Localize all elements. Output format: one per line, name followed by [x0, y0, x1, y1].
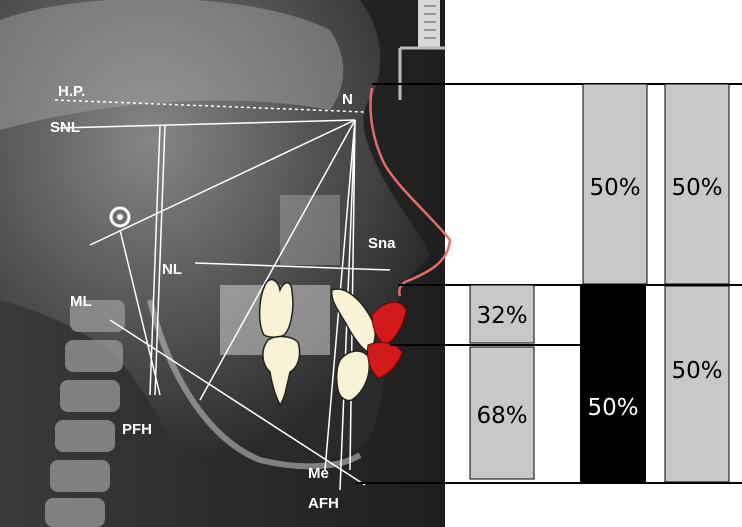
ruler-icon: [398, 0, 445, 100]
ramus-line: [119, 229, 161, 396]
lower-lip-chin-value: 68%: [476, 403, 527, 429]
maxillary-plates: [280, 195, 340, 265]
incisor-tooth: [330, 288, 376, 402]
sn-line: [59, 119, 356, 129]
lower-face-ratio-value: 50%: [587, 395, 638, 421]
label-ml: ML: [70, 293, 92, 310]
lower-face-total-box: 50%: [664, 285, 730, 483]
nasal-line: [194, 262, 391, 271]
upper-face-total-value: 50%: [671, 175, 722, 201]
proportion-boxes: 50% 50% 32% 68% 50% 50%: [469, 83, 730, 483]
lower-face-total-value: 50%: [671, 358, 722, 384]
label-afh: AFH: [308, 495, 339, 512]
upper-lip-box: 32%: [469, 284, 535, 344]
lip-overlay: [367, 301, 407, 379]
mandibular-line: [109, 319, 366, 486]
cervical-spine: [45, 300, 125, 527]
lower-face-ratio-box: 50%: [580, 286, 646, 482]
label-me: Me: [308, 465, 329, 482]
label-nl: NL: [162, 261, 182, 278]
cranial-vault: [0, 0, 344, 130]
label-hp: H.P.: [58, 83, 85, 100]
horizontal-plane-line: [54, 99, 366, 113]
upper-face-ratio-box: 50%: [582, 83, 648, 285]
label-sna: Sna: [368, 235, 396, 252]
upper-lip-value: 32%: [476, 303, 527, 329]
posterior-face-line-1: [149, 124, 161, 396]
n-to-articulare-line: [89, 119, 356, 246]
xray-panel: H.P. SNL N NL ML Sna PFH Me AFH: [0, 0, 452, 527]
upper-face-total-box: 50%: [664, 83, 730, 285]
label-pfh: PFH: [122, 421, 152, 438]
ear-rod-icon: [109, 206, 131, 228]
lower-lip-chin-box: 68%: [469, 346, 535, 480]
upper-face-ratio-value: 50%: [589, 175, 640, 201]
label-n: N: [342, 91, 353, 108]
label-snl: SNL: [50, 119, 80, 136]
n-to-gonion-line: [199, 119, 356, 401]
molar-tooth: [258, 278, 301, 407]
